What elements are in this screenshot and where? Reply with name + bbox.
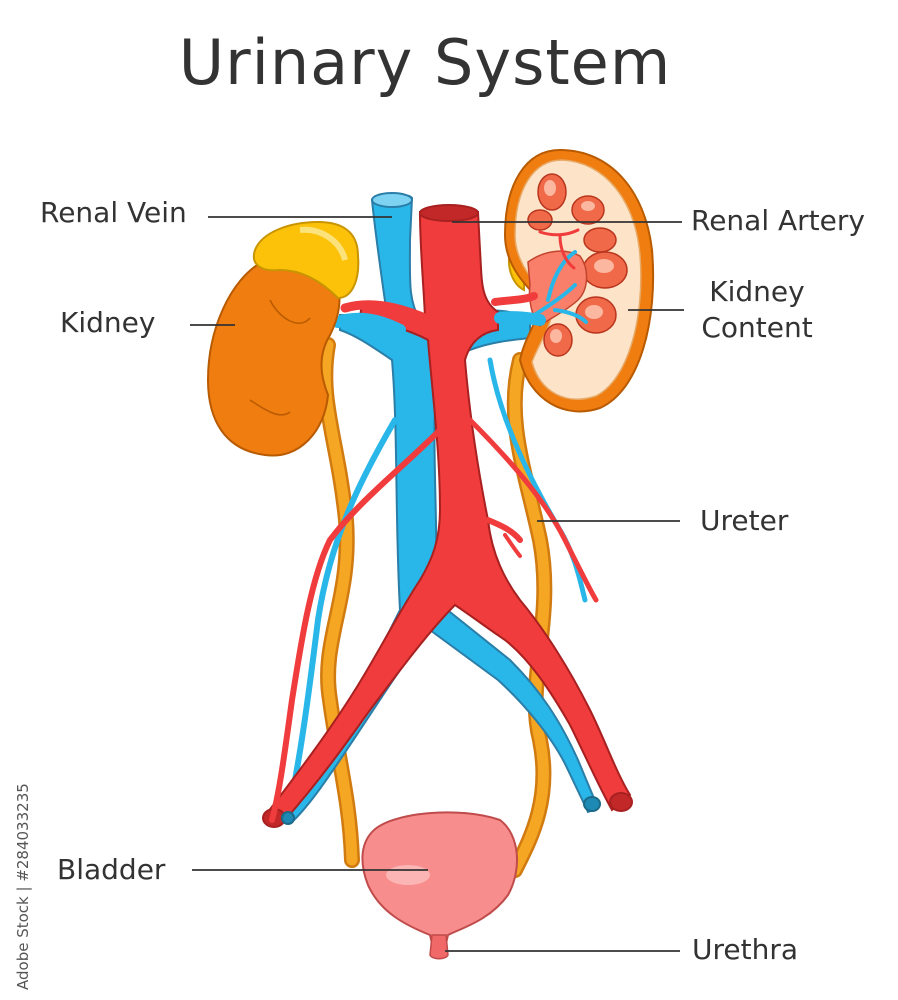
diagram-title: Urinary System <box>0 26 850 99</box>
right-kidney-section <box>505 150 653 411</box>
urethra-tube <box>430 935 448 959</box>
label-kidney-content-line2: Content <box>690 310 824 346</box>
label-renal-artery: Renal Artery <box>691 203 865 239</box>
label-kidney-content: Kidney Content <box>690 274 824 346</box>
label-kidney: Kidney <box>60 305 155 341</box>
label-renal-vein: Renal Vein <box>40 195 187 231</box>
label-kidney-content-line1: Kidney <box>690 274 824 310</box>
stock-watermark-id: Adobe Stock | #284033235 <box>10 760 34 1000</box>
stock-id-text: Adobe Stock | #284033235 <box>14 783 32 990</box>
bladder <box>362 812 517 958</box>
label-bladder: Bladder <box>57 852 165 888</box>
label-ureter: Ureter <box>700 503 788 539</box>
label-urethra: Urethra <box>692 932 798 968</box>
